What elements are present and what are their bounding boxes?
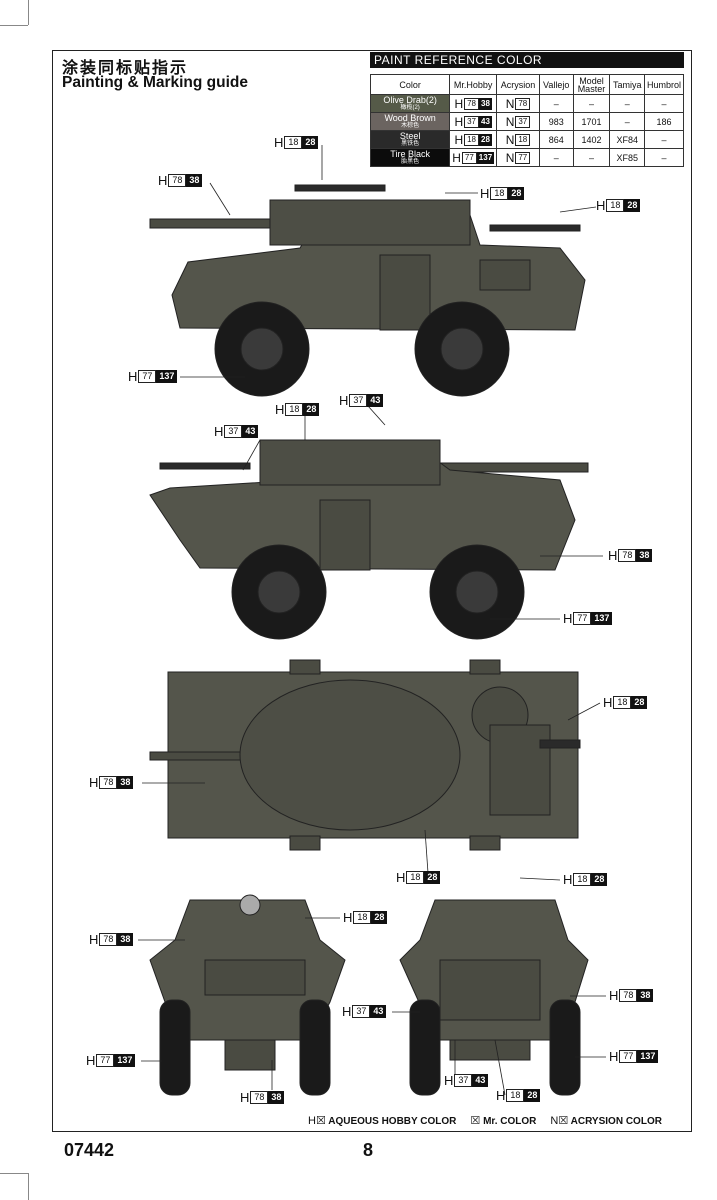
rear-view [399, 899, 589, 1096]
page-number: 8 [363, 1140, 374, 1160]
side-view-right [149, 439, 589, 640]
front-view [149, 894, 346, 1096]
paint-reference-table: PAINT REFERENCE COLOR Color Mr.Hobby Acr… [369, 52, 684, 167]
color-legend: H☒ AQUEOUS HOBBY COLOR ☒ Mr. COLOR N☒ AC… [308, 1114, 662, 1127]
crop-mark [28, 0, 29, 25]
paint-table: Color Mr.Hobby Acrysion Vallejo Model Ma… [369, 74, 684, 167]
crop-mark [0, 25, 28, 26]
page-frame [52, 50, 692, 1132]
legend-aqueous: H☒ AQUEOUS HOBBY COLOR [308, 1115, 457, 1127]
title-english: Painting & Marking guide [62, 74, 249, 91]
crop-mark [0, 1173, 28, 1174]
title-chinese: 涂装同标贴指示 [62, 58, 189, 77]
side-view-left [149, 184, 586, 397]
color-swatch-olive: Olive Drab(2)橄榄(2) [369, 94, 451, 113]
crop-mark [28, 1173, 29, 1200]
legend-acrysion: N☒ ACRYSION COLOR [550, 1115, 662, 1127]
legend-mr-color: ☒ Mr. COLOR [470, 1115, 537, 1127]
table-header-row: Color Mr.Hobby Acrysion Vallejo Model Ma… [369, 74, 684, 95]
paint-reference-heading: PAINT REFERENCE COLOR [370, 52, 684, 68]
part-number: 07442 [64, 1140, 115, 1160]
top-view [149, 659, 581, 851]
leader-lines [138, 145, 606, 1096]
